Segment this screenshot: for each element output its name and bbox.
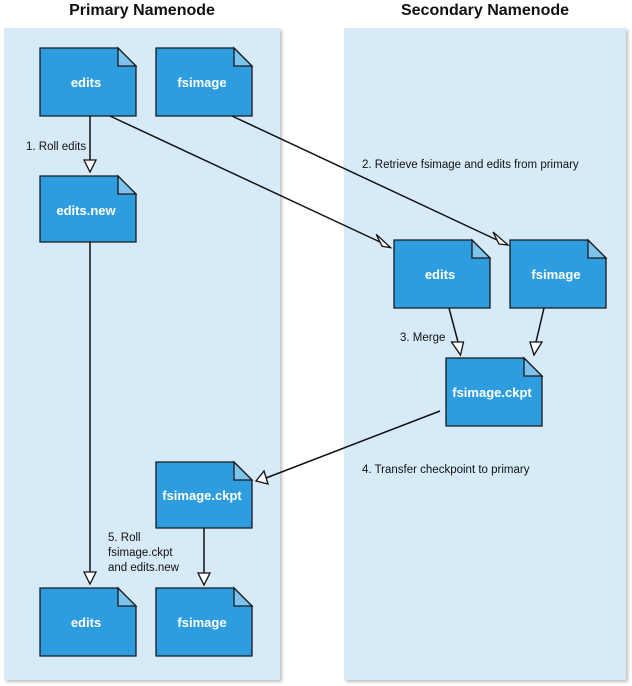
step-2-label: 2. Retrieve fsimage and edits from prima… <box>362 159 579 171</box>
primary-edits-document: edits <box>39 46 138 117</box>
primary-edits-new-document: edits.new <box>39 174 138 243</box>
arrow-roll-edits <box>82 115 98 174</box>
secondary-namenode-panel <box>344 28 626 680</box>
primary-edits-new-label: edits.new <box>56 203 116 218</box>
step-1-label: 1. Roll edits <box>26 141 86 153</box>
step-3-label: 3. Merge <box>400 332 445 344</box>
primary-fsimage-ckpt-document: fsimage.ckpt <box>155 460 254 529</box>
primary-fsimage-label: fsimage <box>177 75 226 90</box>
secondary-fsimage-ckpt-label: fsimage.ckpt <box>452 385 532 400</box>
primary-namenode-heading: Primary Namenode <box>69 2 215 19</box>
final-fsimage-label: fsimage <box>177 615 226 630</box>
arrow-edits-new-to-edits <box>82 242 98 586</box>
arrow-edits-to-secondary <box>109 115 393 249</box>
secondary-namenode-heading: Secondary Namenode <box>400 2 570 19</box>
step-5-label-line-3: and edits.new <box>108 562 180 574</box>
arrow-transfer-checkpoint <box>254 410 441 485</box>
secondary-fsimage-label: fsimage <box>531 267 580 282</box>
primary-edits-label: edits <box>71 75 101 90</box>
arrow-fsimage-to-secondary <box>231 115 511 246</box>
secondary-edits-label: edits <box>425 267 455 282</box>
arrow-roll-fsimage-ckpt <box>196 528 212 587</box>
arrow-merge-fsimage <box>529 307 545 357</box>
arrow-merge-edits <box>448 307 465 357</box>
final-fsimage-document: fsimage <box>155 586 254 657</box>
primary-fsimage-ckpt-label: fsimage.ckpt <box>162 488 242 503</box>
primary-fsimage-document: fsimage <box>155 46 254 117</box>
final-edits-document: edits <box>39 586 138 657</box>
primary-namenode-panel <box>4 28 280 680</box>
step-4-label: 4. Transfer checkpoint to primary <box>362 464 530 476</box>
secondary-fsimage-ckpt-document: fsimage.ckpt <box>445 356 544 427</box>
step-5-label-line-1: 5. Roll <box>108 532 141 544</box>
final-edits-label: edits <box>71 615 101 630</box>
step-5-label-line-2: fsimage.ckpt <box>108 547 173 559</box>
secondary-fsimage-document: fsimage <box>509 238 608 309</box>
secondary-edits-document: edits <box>393 238 492 309</box>
